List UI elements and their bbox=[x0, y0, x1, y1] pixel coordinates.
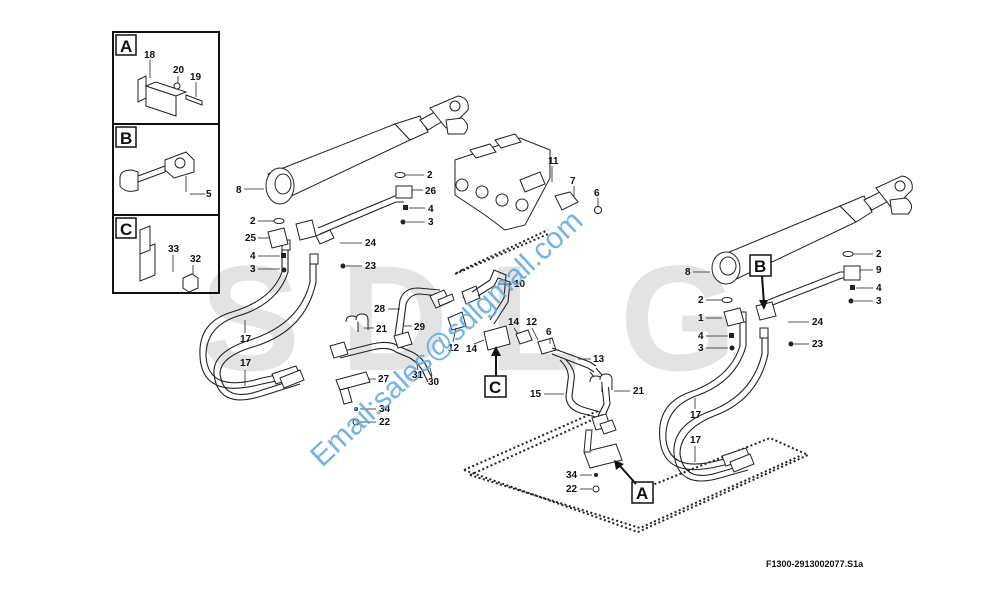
left-cylinder-labels: 8 2 26 4 3 2 25 4 3 24 23 17 17 bbox=[236, 170, 437, 386]
label-2-left: 2 bbox=[250, 216, 256, 227]
label-20: 20 bbox=[173, 65, 185, 76]
label-12-a: 12 bbox=[448, 343, 460, 354]
label-26: 26 bbox=[425, 186, 437, 197]
label-24-left: 24 bbox=[365, 238, 377, 249]
label-34-left: 34 bbox=[379, 404, 391, 415]
callout-c-letter: C bbox=[489, 378, 501, 397]
label-4-left: 4 bbox=[250, 251, 256, 262]
label-2-left-top: 2 bbox=[427, 170, 433, 181]
label-21-right: 21 bbox=[633, 386, 645, 397]
label-17-right-b: 17 bbox=[690, 435, 702, 446]
label-24-right: 24 bbox=[812, 317, 824, 328]
label-17-right-a: 17 bbox=[690, 410, 702, 421]
label-21-left: 21 bbox=[376, 324, 388, 335]
detail-view-b-letter: B bbox=[120, 129, 132, 148]
label-23-right: 23 bbox=[812, 339, 824, 350]
label-22-left: 22 bbox=[379, 417, 391, 428]
label-27: 27 bbox=[378, 374, 390, 385]
center-labels: 28 21 29 12 14 14 12 6 13 27 31 30 34 22… bbox=[352, 304, 645, 495]
label-11: 11 bbox=[548, 156, 559, 167]
detail-views-panel: A 18 20 19 B 5 C bbox=[112, 31, 220, 294]
label-25: 25 bbox=[245, 233, 257, 244]
callout-a-letter: A bbox=[636, 484, 648, 503]
label-17-left-b: 17 bbox=[240, 358, 252, 369]
label-12-b: 12 bbox=[526, 317, 538, 328]
label-2-right-top: 2 bbox=[876, 249, 882, 260]
label-22-right: 22 bbox=[566, 484, 578, 495]
detail-view-a-letter: A bbox=[120, 37, 132, 56]
label-4-left-top: 4 bbox=[428, 204, 434, 215]
callout-b: B bbox=[749, 254, 772, 310]
right-cylinder-hoses bbox=[659, 265, 861, 482]
label-5: 5 bbox=[206, 189, 212, 200]
label-13: 13 bbox=[593, 354, 605, 365]
label-28: 28 bbox=[374, 304, 386, 315]
label-2-right: 2 bbox=[698, 295, 704, 306]
label-9: 9 bbox=[876, 265, 882, 276]
label-3-right-top: 3 bbox=[876, 296, 882, 307]
label-14-b: 14 bbox=[508, 317, 520, 328]
callout-a: A bbox=[614, 460, 654, 504]
callout-c: C bbox=[484, 346, 507, 398]
detail-view-c: C 33 32 bbox=[115, 217, 202, 293]
label-30: 30 bbox=[428, 377, 440, 388]
label-32: 32 bbox=[190, 254, 202, 265]
control-valve: 11 7 6 16 10 bbox=[454, 133, 602, 301]
label-29: 29 bbox=[414, 322, 426, 333]
label-10: 10 bbox=[514, 279, 526, 290]
center-pipes-and-fittings bbox=[329, 269, 623, 469]
label-14-a: 14 bbox=[466, 344, 478, 355]
label-18: 18 bbox=[144, 50, 156, 61]
label-8-left: 8 bbox=[236, 185, 242, 196]
detail-view-a: A 18 20 19 bbox=[115, 34, 203, 117]
label-4-right: 4 bbox=[698, 331, 704, 342]
label-33: 33 bbox=[168, 244, 180, 255]
left-cylinder-hoses bbox=[199, 185, 413, 401]
label-3-left-top: 3 bbox=[428, 217, 434, 228]
detail-view-b: B 5 bbox=[115, 126, 212, 200]
label-17-left-a: 17 bbox=[240, 334, 252, 345]
label-6-valve: 6 bbox=[594, 188, 600, 199]
label-34-right: 34 bbox=[566, 470, 578, 481]
label-3-right: 3 bbox=[698, 343, 704, 354]
label-31: 31 bbox=[412, 370, 424, 381]
label-15: 15 bbox=[530, 389, 542, 400]
detail-view-c-letter: C bbox=[120, 220, 132, 239]
label-7: 7 bbox=[570, 176, 576, 187]
label-19: 19 bbox=[190, 72, 202, 83]
label-1: 1 bbox=[698, 313, 704, 324]
right-cylinder-labels: 2 9 8 4 3 2 1 4 3 24 23 17 17 bbox=[685, 249, 882, 462]
label-23-left: 23 bbox=[365, 261, 377, 272]
callout-b-letter: B bbox=[754, 257, 766, 276]
label-3-left: 3 bbox=[250, 264, 256, 275]
drawing-reference-code: F1300-2913002077.S1a bbox=[766, 559, 864, 569]
label-8-right: 8 bbox=[685, 267, 691, 278]
label-4-right-top: 4 bbox=[876, 283, 882, 294]
right-hydraulic-cylinder bbox=[711, 175, 913, 285]
label-6-center: 6 bbox=[546, 327, 552, 338]
left-hydraulic-cylinder bbox=[265, 95, 469, 205]
